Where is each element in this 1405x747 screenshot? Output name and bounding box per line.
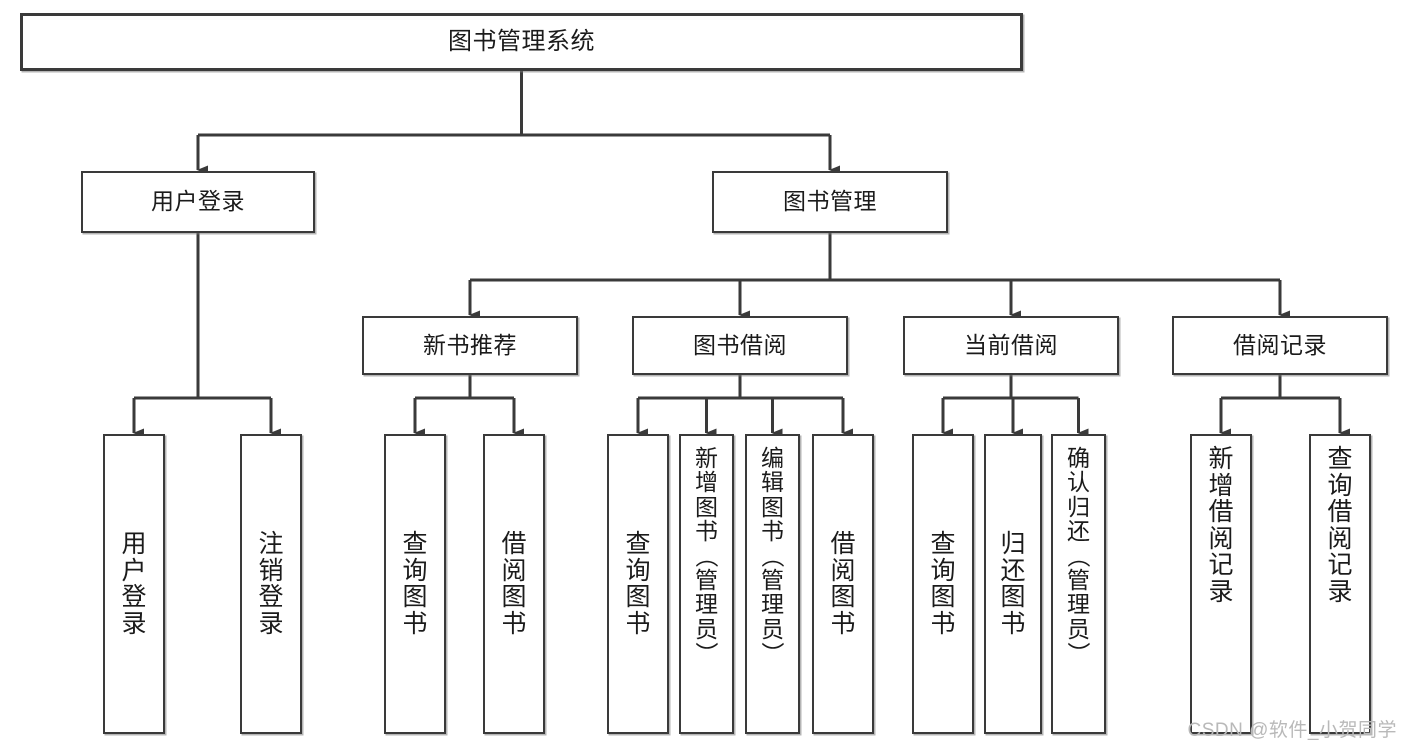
node-leaf-cb-query[interactable]: 查询图书 (912, 434, 974, 734)
node-label: 图书管理系统 (448, 27, 595, 55)
node-label: 确认归还（管理员） (1065, 445, 1092, 665)
node-book-manage[interactable]: 图书管理 (712, 171, 948, 233)
node-leaf-user-logout[interactable]: 注销登录 (240, 434, 302, 734)
node-leaf-br-add[interactable]: 新增借阅记录 (1190, 434, 1252, 734)
node-label: 新增借阅记录 (1208, 445, 1234, 606)
node-current-borrow[interactable]: 当前借阅 (903, 316, 1119, 375)
node-leaf-bb-edit[interactable]: 编辑图书（管理员） (745, 434, 800, 734)
node-label: 图书管理 (783, 188, 877, 215)
node-label: 查询借阅记录 (1327, 445, 1353, 606)
node-label: 图书借阅 (693, 331, 787, 358)
node-leaf-rec-borrow[interactable]: 借阅图书 (483, 434, 545, 734)
node-leaf-br-query[interactable]: 查询借阅记录 (1309, 434, 1371, 734)
node-leaf-bb-add[interactable]: 新增图书（管理员） (679, 434, 734, 734)
node-leaf-cb-return[interactable]: 归还图书 (984, 434, 1042, 734)
node-label: 新书推荐 (423, 331, 517, 358)
node-label: 借阅记录 (1233, 331, 1327, 358)
node-label: 查询图书 (930, 530, 956, 638)
node-leaf-user-login[interactable]: 用户登录 (103, 434, 165, 734)
node-label: 查询图书 (402, 530, 428, 638)
node-label: 归还图书 (1000, 530, 1026, 638)
node-label: 查询图书 (625, 530, 651, 638)
node-label: 借阅图书 (830, 530, 856, 638)
node-root[interactable]: 图书管理系统 (20, 13, 1023, 71)
node-label: 用户登录 (151, 188, 245, 215)
node-leaf-rec-query[interactable]: 查询图书 (384, 434, 446, 734)
node-user-login[interactable]: 用户登录 (81, 171, 315, 233)
node-new-book-rec[interactable]: 新书推荐 (362, 316, 578, 375)
node-label: 用户登录 (121, 530, 147, 638)
node-borrow-record[interactable]: 借阅记录 (1172, 316, 1388, 375)
node-label: 编辑图书（管理员） (759, 445, 786, 665)
node-label: 新增图书（管理员） (693, 445, 720, 665)
node-book-borrow[interactable]: 图书借阅 (632, 316, 848, 375)
node-leaf-bb-query[interactable]: 查询图书 (607, 434, 669, 734)
node-label: 注销登录 (258, 530, 284, 638)
node-label: 当前借阅 (964, 331, 1058, 358)
node-label: 借阅图书 (501, 530, 527, 638)
node-leaf-cb-confirm[interactable]: 确认归还（管理员） (1051, 434, 1106, 734)
node-leaf-bb-borrow[interactable]: 借阅图书 (812, 434, 874, 734)
